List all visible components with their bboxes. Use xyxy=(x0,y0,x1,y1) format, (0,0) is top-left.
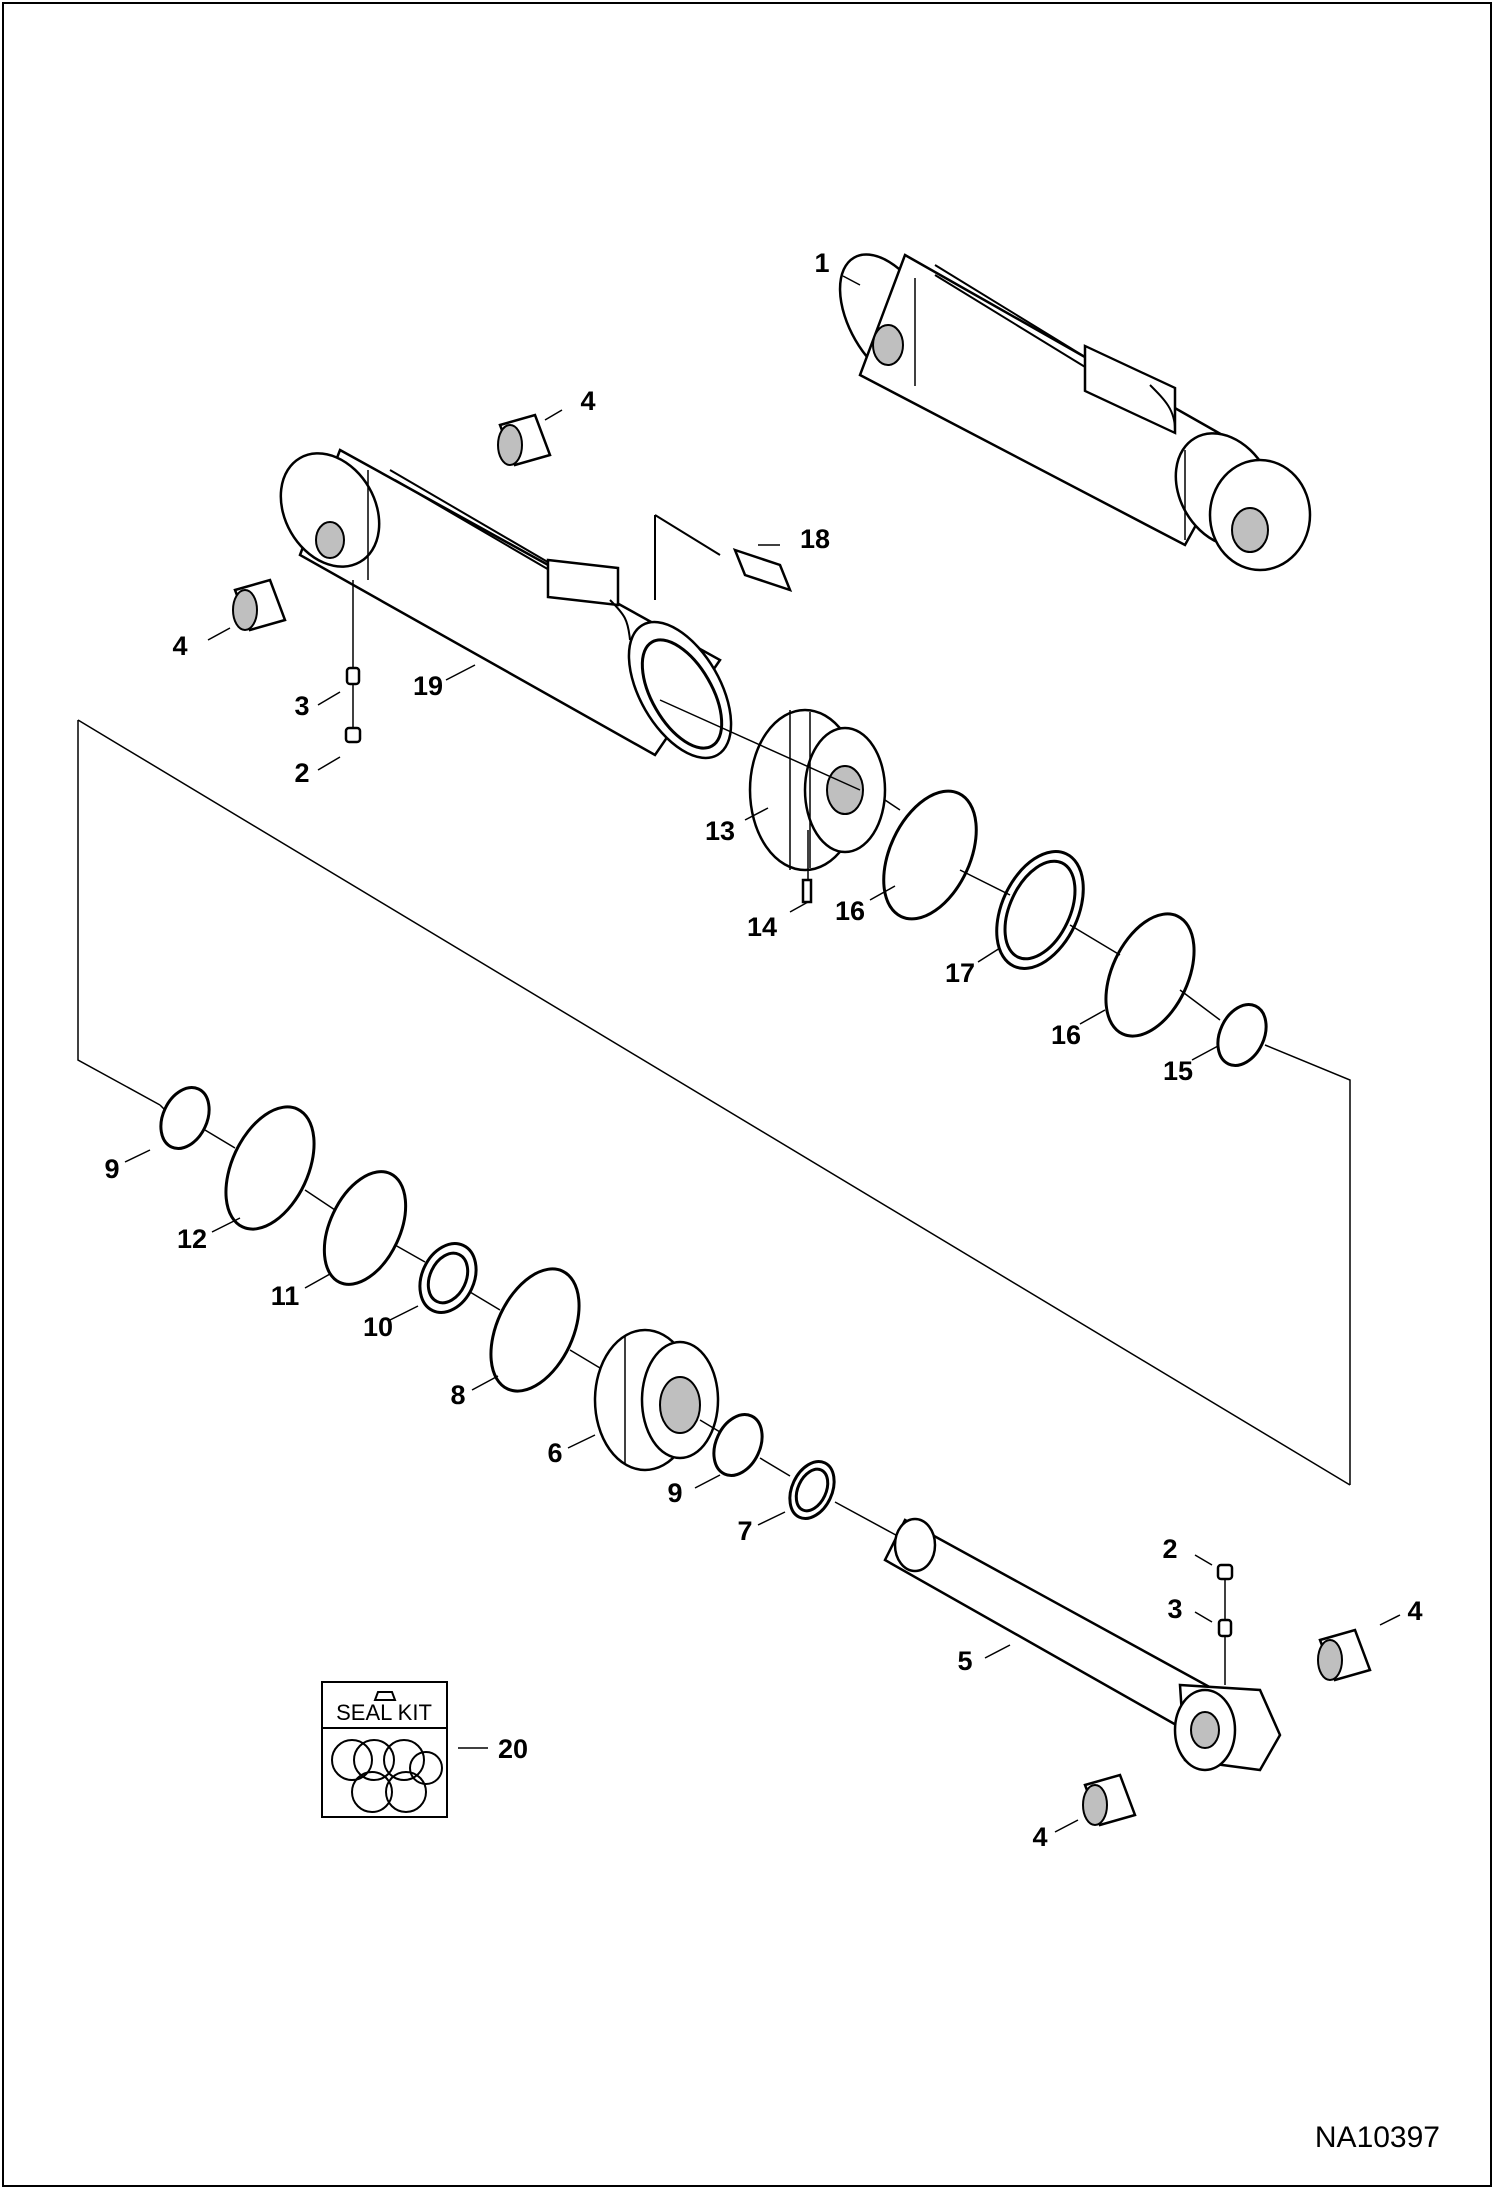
leader-lines xyxy=(124,275,1401,1833)
callout-10: 10 xyxy=(363,1312,393,1342)
callout-16-lower: 16 xyxy=(1051,1020,1081,1050)
seal-kit-label: SEAL KIT xyxy=(336,1700,432,1725)
grease-fitting-lower xyxy=(1216,1563,1234,1685)
callout-11: 11 xyxy=(271,1281,300,1311)
callout-5: 5 xyxy=(957,1646,972,1676)
bushing-rod-upper xyxy=(1317,1628,1372,1682)
callout-19: 19 xyxy=(413,671,443,701)
seal-kit: SEAL KIT xyxy=(321,1681,448,1818)
oring-11 xyxy=(322,1170,408,1286)
wiper-9a xyxy=(159,1086,211,1150)
callout-13: 13 xyxy=(705,816,735,846)
callout-17: 17 xyxy=(945,958,975,988)
cylinder-head xyxy=(593,1328,720,1472)
callout-4-rod-upper: 4 xyxy=(1407,1596,1422,1626)
rod-seal-10 xyxy=(418,1242,478,1314)
barrel xyxy=(279,448,733,760)
callout-2-lower: 2 xyxy=(1162,1534,1177,1564)
assembled-cylinder xyxy=(838,253,1312,572)
wear-ring-16b xyxy=(1104,912,1196,1038)
grease-fitting-upper xyxy=(344,580,362,744)
piston-rod xyxy=(883,1517,1282,1772)
oring-15 xyxy=(1216,1003,1268,1067)
piston-seal-17 xyxy=(995,850,1085,970)
callout-8: 8 xyxy=(450,1380,465,1410)
piston xyxy=(748,708,887,872)
callout-4-upper: 4 xyxy=(580,386,595,416)
callout-6: 6 xyxy=(547,1438,562,1468)
drawing-code: NA10397 xyxy=(1315,2121,1440,2154)
relief-fitting xyxy=(654,514,793,600)
callout-14: 14 xyxy=(747,912,777,942)
wiper-9b xyxy=(712,1413,764,1477)
callout-1: 1 xyxy=(814,248,829,278)
callout-3-lower: 3 xyxy=(1167,1594,1182,1624)
callout-7: 7 xyxy=(737,1516,752,1546)
oring-7 xyxy=(788,1460,836,1520)
bushing-rod-lower xyxy=(1082,1773,1137,1827)
callout-9-lower: 9 xyxy=(667,1478,682,1508)
bushing-upper xyxy=(497,413,552,467)
callout-2-upper: 2 xyxy=(294,758,309,788)
callout-16-upper: 16 xyxy=(835,896,865,926)
callout-20: 20 xyxy=(498,1734,528,1764)
bushing-lower xyxy=(232,578,287,632)
callout-4-rod-lower: 4 xyxy=(1032,1822,1047,1852)
callouts: 1 4 18 4 19 3 2 13 14 16 17 16 15 9 12 1… xyxy=(104,248,1422,1852)
callout-3-upper: 3 xyxy=(294,691,309,721)
callout-18: 18 xyxy=(800,524,830,554)
callout-12: 12 xyxy=(177,1224,207,1254)
callout-15: 15 xyxy=(1163,1056,1193,1086)
wear-ring-16a xyxy=(882,789,978,921)
callout-4-barrel: 4 xyxy=(172,631,187,661)
callout-9-upper: 9 xyxy=(104,1154,119,1184)
oring-8 xyxy=(489,1267,581,1393)
backup-ring-12 xyxy=(224,1105,316,1231)
